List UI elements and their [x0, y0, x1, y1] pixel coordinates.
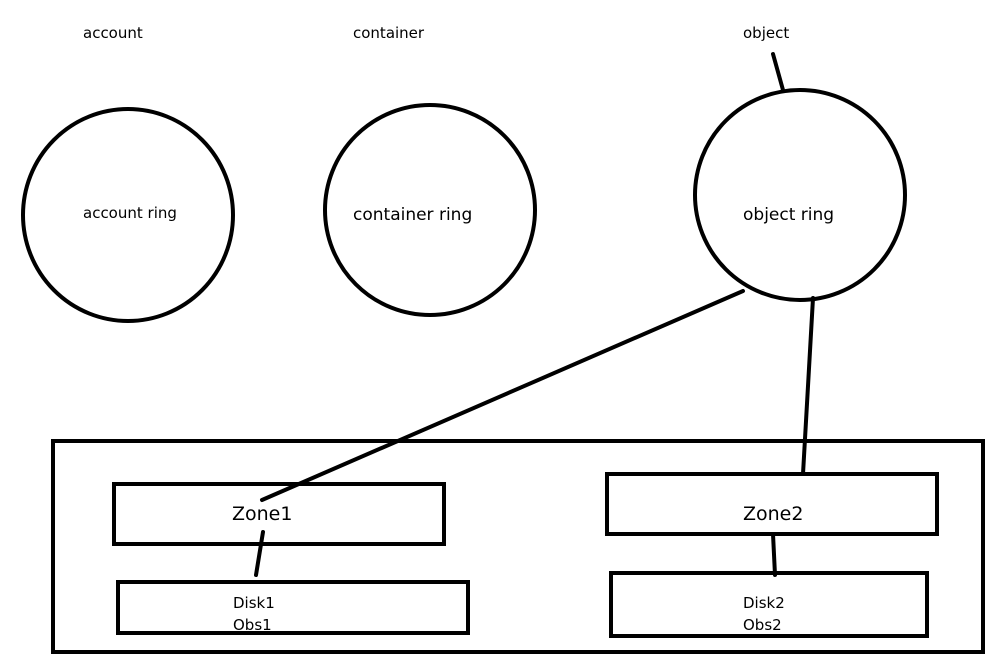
disk2-label: Disk2 [743, 594, 785, 612]
object-label-connector [771, 52, 785, 92]
zone2-to-disk2-line [771, 532, 777, 577]
disk1-label: Disk1 [233, 594, 275, 612]
object-ring-to-zone2-line [801, 296, 815, 476]
container-label: container [353, 24, 425, 42]
obs1-label: Obs1 [233, 616, 272, 634]
zone2-label: Zone2 [743, 503, 803, 525]
container-ring-label: container ring [353, 205, 472, 225]
obs2-label: Obs2 [743, 616, 782, 634]
account-ring-circle [21, 107, 235, 323]
zone1-box [112, 482, 446, 546]
object-ring-label: object ring [743, 205, 834, 225]
object-ring-to-zone1-line [260, 289, 745, 502]
object-ring-circle [693, 88, 907, 302]
zone1-to-disk1-line [254, 530, 265, 577]
zone1-label: Zone1 [232, 503, 292, 525]
account-label: account [83, 24, 143, 42]
container-ring-circle [323, 103, 537, 317]
object-label: object [743, 24, 789, 42]
disk2-box [609, 571, 929, 638]
cluster-box [51, 439, 985, 654]
account-ring-label: account ring [83, 204, 177, 222]
disk1-box [116, 580, 470, 635]
